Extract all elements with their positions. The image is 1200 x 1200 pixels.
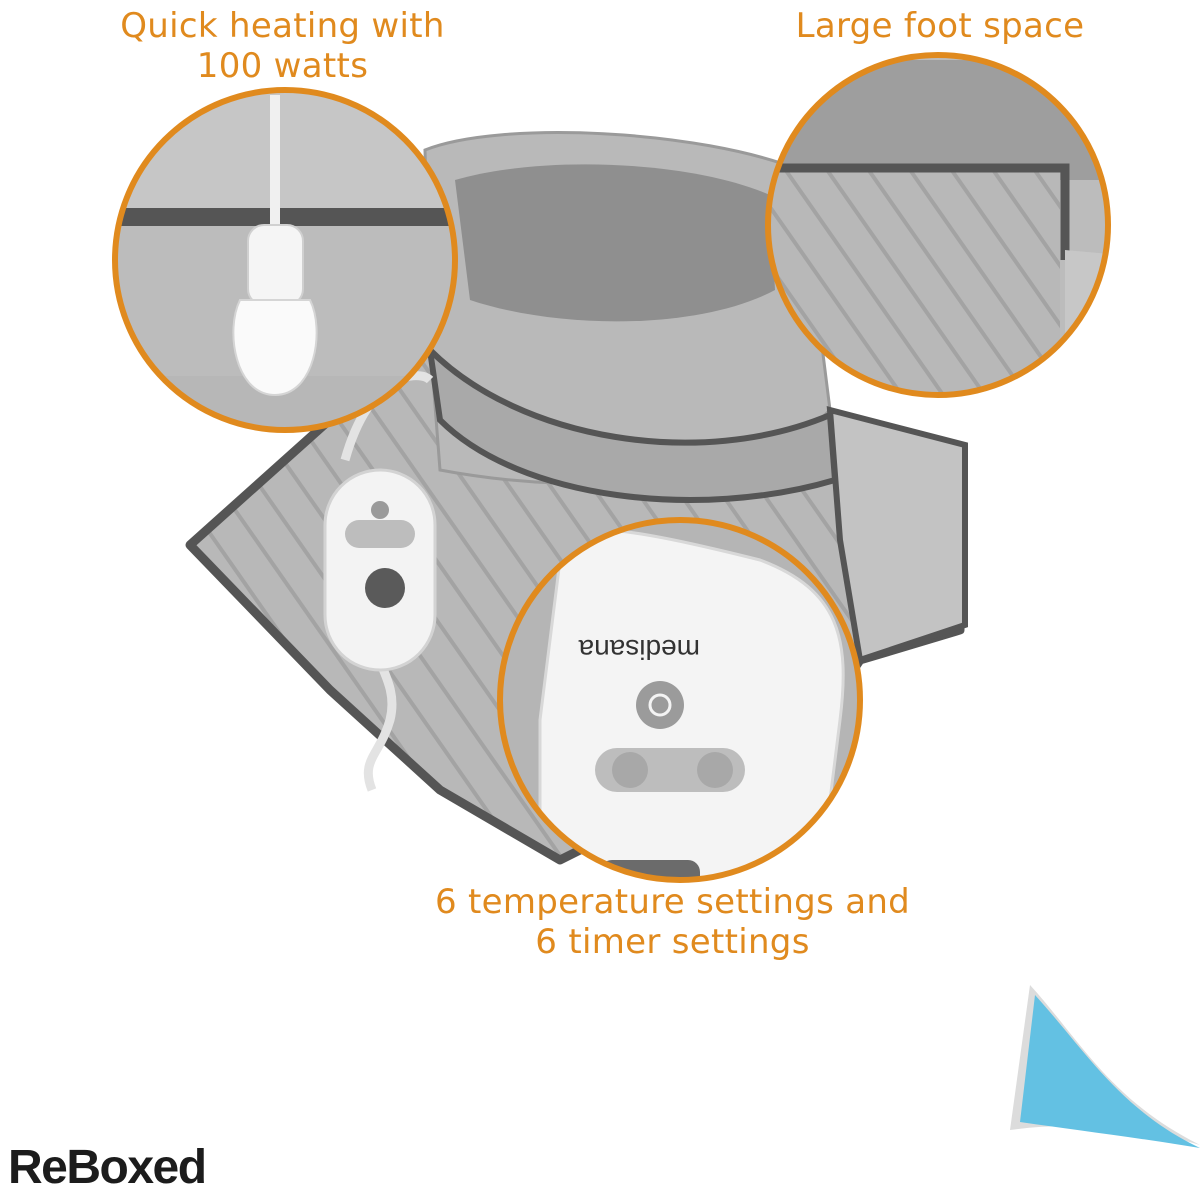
power-icon (636, 681, 684, 729)
caption-quick-heating: Quick heating with 100 watts (110, 6, 455, 86)
caption-large-foot-space: Large foot space (780, 6, 1100, 46)
caption-settings: 6 temperature settings and 6 timer setti… (400, 882, 945, 962)
thermometer-icon (612, 752, 648, 788)
caption-settings-line1: 6 temperature settings and (434, 882, 911, 922)
remote-brand-text: medisana (578, 634, 700, 665)
caption-quick-heating-line1: Quick heating with (120, 6, 445, 46)
remote-control (323, 371, 437, 792)
reboxed-logo: ReBoxed (8, 1141, 207, 1194)
zoom-circle-remote: medisana (497, 517, 863, 883)
caption-large-foot-space-line1: Large foot space (795, 6, 1085, 46)
page-curl-corner (1010, 985, 1200, 1148)
zoom-circle-plug (112, 87, 458, 433)
caption-quick-heating-line2: 100 watts (196, 46, 369, 86)
timer-icon (697, 752, 733, 788)
caption-settings-line2: 6 timer settings (535, 922, 810, 962)
zoom-circle-foot-space (765, 52, 1111, 398)
